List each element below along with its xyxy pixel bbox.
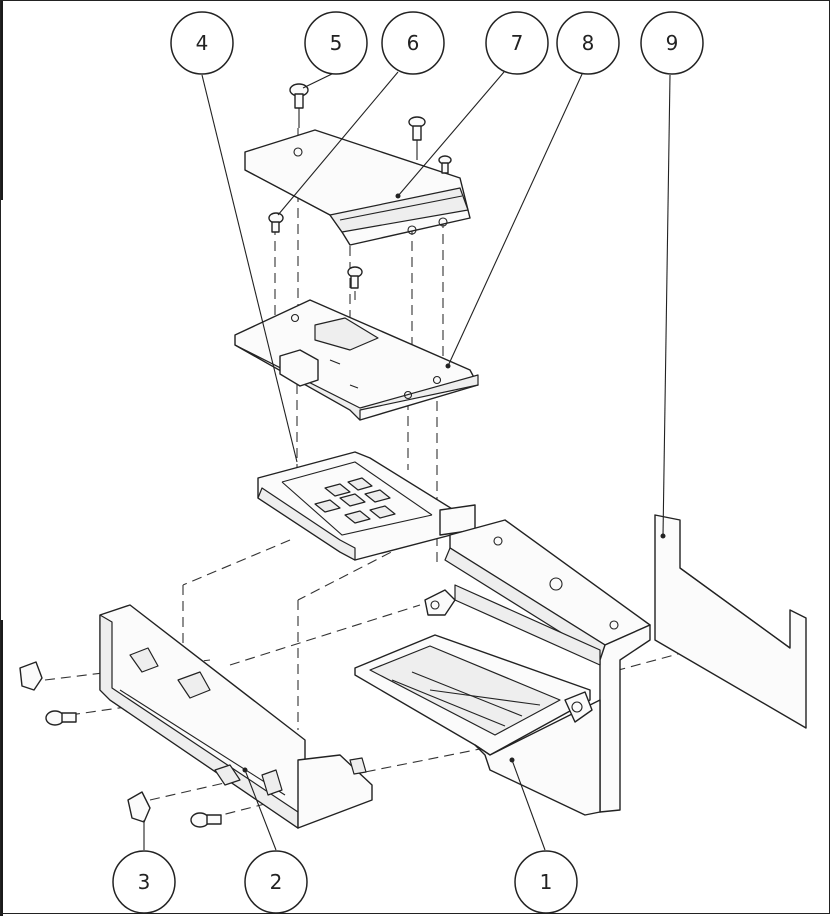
callout-1: 1 bbox=[514, 850, 578, 914]
screw-bottom bbox=[190, 812, 222, 828]
screw-top-center bbox=[408, 116, 426, 160]
part-1-chassis bbox=[354, 519, 651, 816]
callout-7-label: 7 bbox=[511, 31, 524, 55]
callout-8-label: 8 bbox=[582, 31, 595, 55]
screw-5-top bbox=[289, 83, 309, 128]
callout-3: 3 bbox=[112, 850, 176, 914]
part-3-clips bbox=[19, 661, 151, 823]
part-9-rear-sheet bbox=[654, 514, 807, 729]
part-8-circuit-board bbox=[234, 299, 479, 421]
callout-5: 5 bbox=[304, 11, 368, 75]
scan-edge-bottom bbox=[0, 620, 3, 916]
screw-board bbox=[347, 266, 363, 289]
callout-6-label: 6 bbox=[407, 31, 420, 55]
callout-4: 4 bbox=[170, 11, 234, 75]
callout-7: 7 bbox=[485, 11, 549, 75]
callout-4-label: 4 bbox=[196, 31, 209, 55]
callout-8: 8 bbox=[556, 11, 620, 75]
part-2-front-bracket bbox=[99, 604, 373, 829]
callout-9: 9 bbox=[640, 11, 704, 75]
scan-edge-top bbox=[0, 0, 3, 200]
callout-2-label: 2 bbox=[270, 870, 283, 894]
callout-6: 6 bbox=[381, 11, 445, 75]
part-7-top-cover bbox=[244, 129, 471, 246]
screw-6 bbox=[268, 212, 284, 233]
screw-left-front bbox=[45, 710, 77, 726]
callout-9-label: 9 bbox=[666, 31, 679, 55]
callout-2: 2 bbox=[244, 850, 308, 914]
callout-3-label: 3 bbox=[138, 870, 151, 894]
screws bbox=[45, 83, 452, 828]
callout-5-label: 5 bbox=[330, 31, 343, 55]
callout-1-label: 1 bbox=[540, 870, 553, 894]
part-4-card-holder bbox=[257, 451, 476, 561]
screw-top-right bbox=[438, 155, 452, 174]
leader-lines bbox=[143, 71, 671, 851]
